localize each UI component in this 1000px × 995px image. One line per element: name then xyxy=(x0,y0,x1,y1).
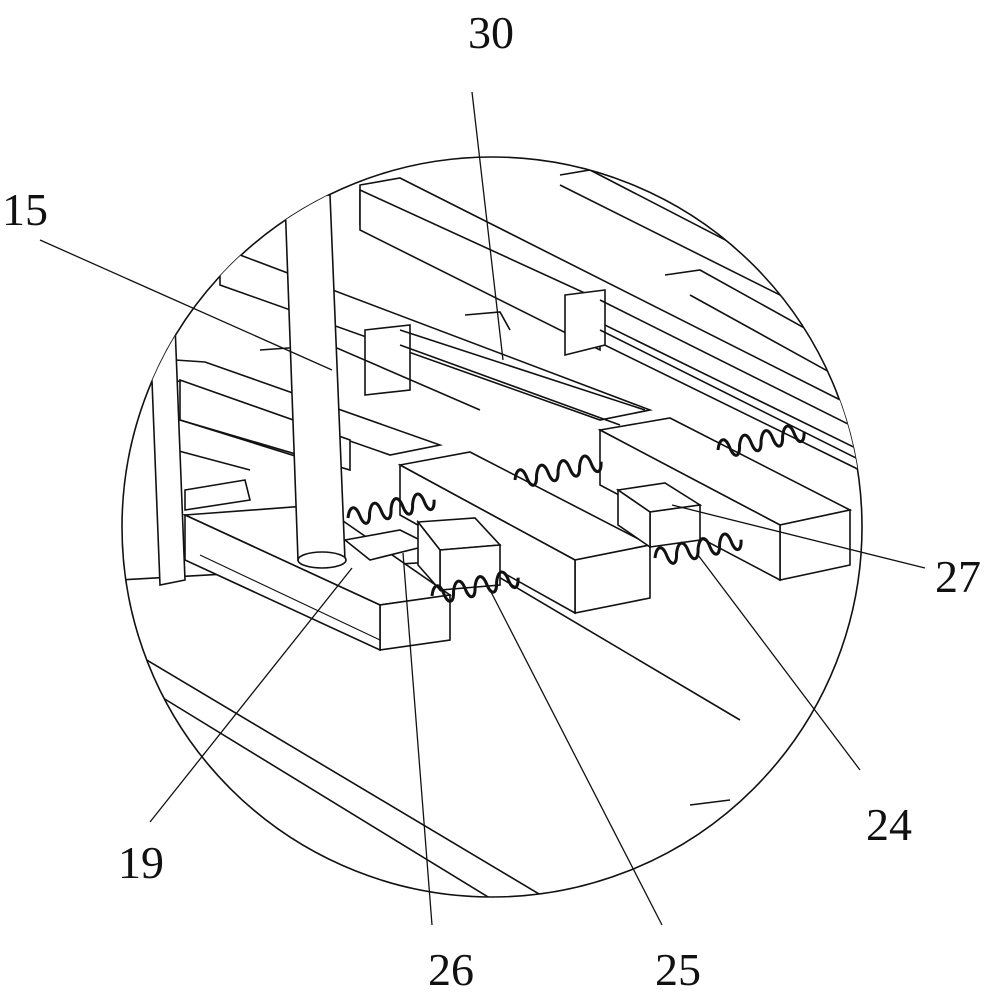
label-30: 30 xyxy=(468,7,514,58)
leader-25 xyxy=(490,590,662,925)
label-19: 19 xyxy=(118,837,164,888)
label-15: 15 xyxy=(2,184,48,235)
label-26: 26 xyxy=(428,944,474,995)
mechanism-assembly xyxy=(120,170,880,990)
label-24: 24 xyxy=(866,799,912,850)
label-25: 25 xyxy=(655,944,701,995)
label-27: 27 xyxy=(935,551,981,602)
leader-19 xyxy=(150,568,352,822)
